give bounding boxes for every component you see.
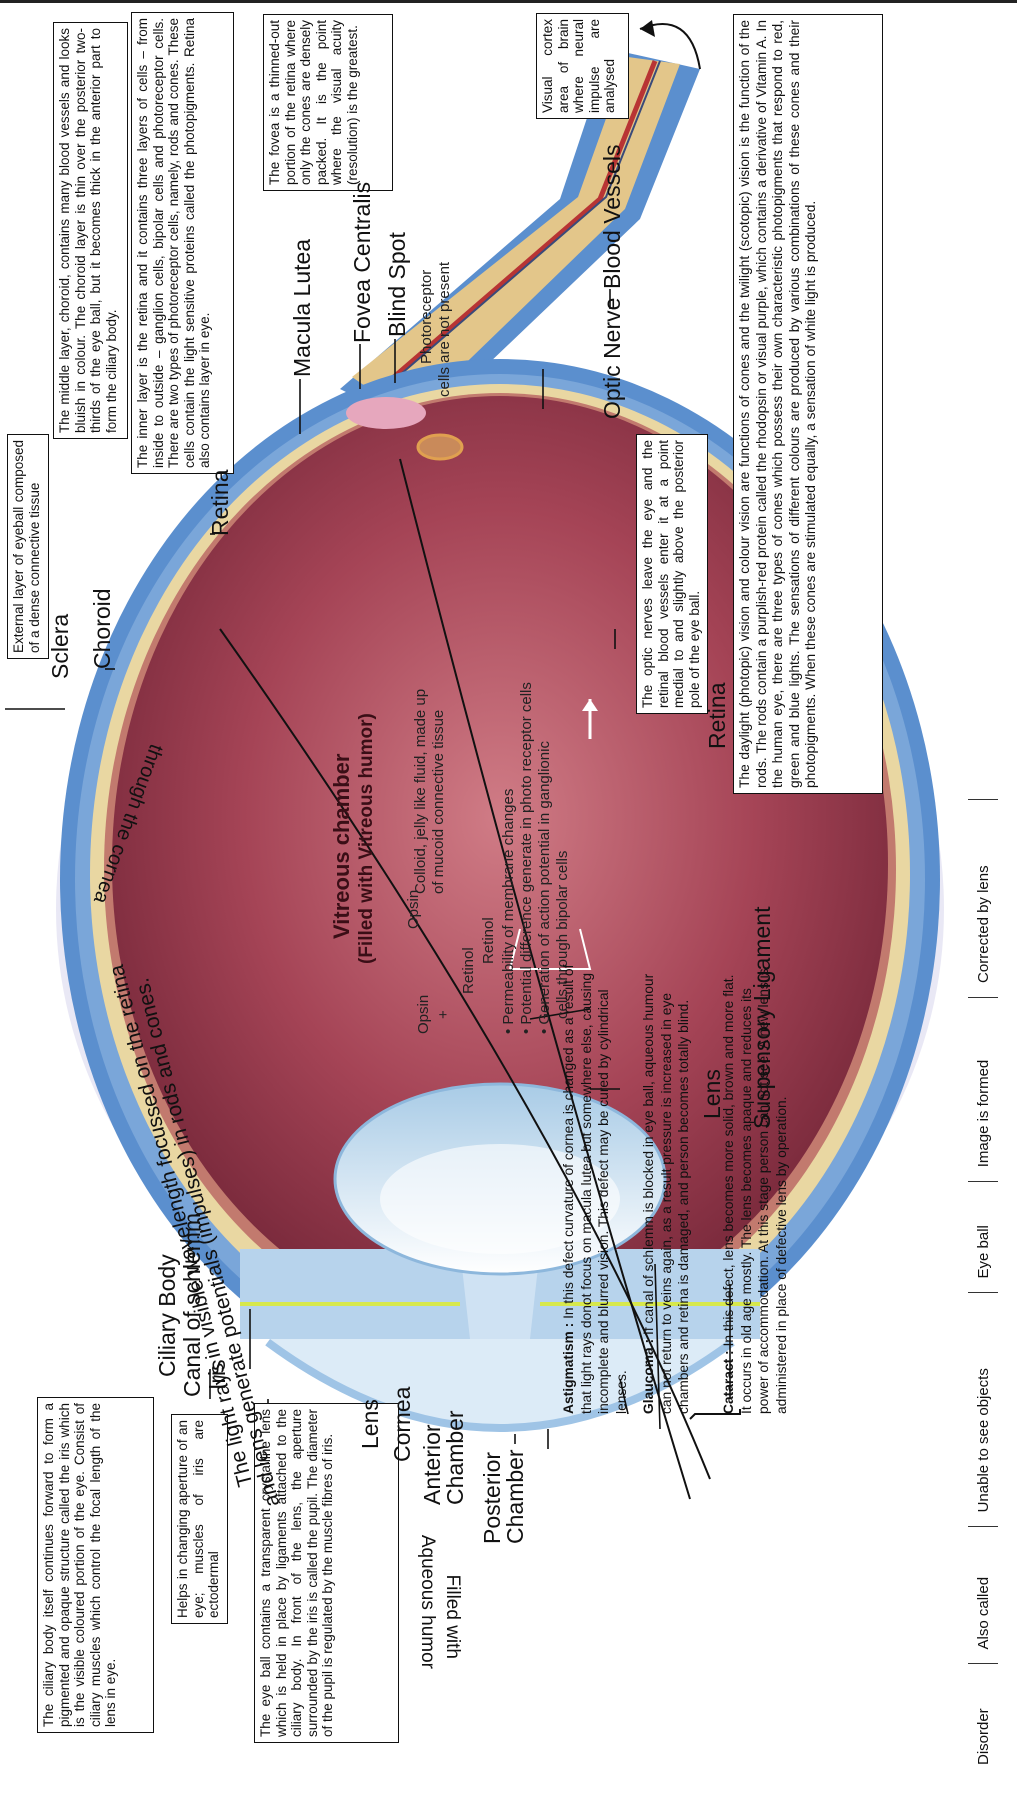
label-optic-nerve: Optic Nerve [600,298,624,419]
fovea-spot [418,435,462,459]
visual-cortex-box: Visual cortex area of brain where neural… [536,13,629,119]
disorder-table: Disorder Also called Unable to see objec… [968,799,998,1779]
blind-spot-note-1: Photoreceptor [418,270,435,364]
opsin-label-2: Opsin [415,995,432,1034]
fovea-box: The fovea is a thinned-out portion of th… [263,14,393,191]
label-blind-spot: Blind Spot [385,232,409,337]
label-blood-vessels: Blood Vessels [600,145,624,289]
table-header-cell: Unable to see objects [968,1293,998,1527]
choroid-box: The middle layer, choroid, contains many… [53,22,128,439]
colloid-note-2: of mucoid connective tissue [430,710,447,894]
cataract-paragraph: Cataract : In this defect, lens becomes … [720,964,790,1414]
sclera-box: External layer of eyeball composed of a … [7,434,49,659]
lens-note-box: The eye ball contains a transparent crys… [254,1403,399,1743]
table-header-cell: Also called [968,1527,998,1664]
astigmatism-paragraph: Astigmatism : In this defect curvature o… [560,964,630,1414]
label-macula-lutea: Macula Lutea [290,239,314,377]
retinol-label-2: Retinol [480,917,497,964]
label-anterior-chamber: Chamber [443,1410,467,1505]
blind-spot-shape [346,397,426,429]
bullet-3: • Generation of action potential in gang… [536,741,553,1034]
retinol-label-1: Retinol [460,947,477,994]
label-posterior-chamber: Chamber [503,1449,527,1544]
label-lens-left: Lens [358,1399,382,1449]
ciliary-body-box: The ciliary body itself continues forwar… [37,1397,154,1733]
retina-box: The inner layer is the retina and it con… [131,12,234,474]
cataract-title: Cataract : [721,1350,736,1414]
cataract-text: In this defect, lens becomes more solid,… [721,968,789,1414]
label-fovea-centralis: Fovea Centralis [350,182,374,343]
table-header-cell: Eye ball [968,1182,998,1293]
label-choroid: Choroid [90,588,114,669]
label-retina-bottom: Retina [705,683,729,749]
glaucoma-title: Glaucoma : [641,1339,656,1414]
colloid-note-1: Colloid, jelly like fluid, made up [412,689,429,894]
label-anterior: Anterior [420,1424,444,1505]
table-header-cell: Image is formed [968,997,998,1181]
bullet-3-text: Generation of action potential in gangli… [536,741,553,1025]
bullet-2-text: Potential difference generate in photo r… [518,682,535,1024]
label-cornea: Cornea [390,1387,414,1462]
label-ciliary-body: Ciliary Body [155,1254,179,1377]
label-vitreous-humor: (Filled with Vitreous humor) [355,713,379,964]
opsin-label-1: Opsin [405,890,422,929]
label-retina-top: Retina [208,470,232,536]
label-vitreous-chamber: Vitreous chamber [330,754,354,939]
bullet-1-text: Permeability of membrane changes [500,789,517,1025]
optic-nerve-box: The optic nerves leave the eye and the r… [636,434,708,714]
label-aqueous-humor: Aqueous humor [415,1535,439,1669]
bullet-2: • Potential difference generate in photo… [518,682,535,1034]
glaucoma-paragraph: Glaucoma : If canal of schlemm is blocke… [640,964,693,1414]
plus-sign: + [435,1010,452,1019]
blind-spot-note-2: cells are not present [436,262,453,397]
iris-note-box: Helps in changing aperture of an eye; mu… [171,1414,228,1624]
bullet-1: • Permeability of membrane changes [500,789,517,1034]
label-filled-with: Filled with [440,1575,464,1659]
label-posterior: Posterior [480,1452,504,1544]
table-header-cell: Disorder [968,1664,998,1779]
table-header-row: Disorder Also called Unable to see objec… [968,800,998,1780]
label-sclera: Sclera [48,614,72,679]
daylight-vision-box: The daylight (photopic) vision and colou… [733,14,883,794]
table-header-cell: Corrected by lens [968,800,998,998]
astigmatism-title: Astigmatism : [561,1323,576,1414]
